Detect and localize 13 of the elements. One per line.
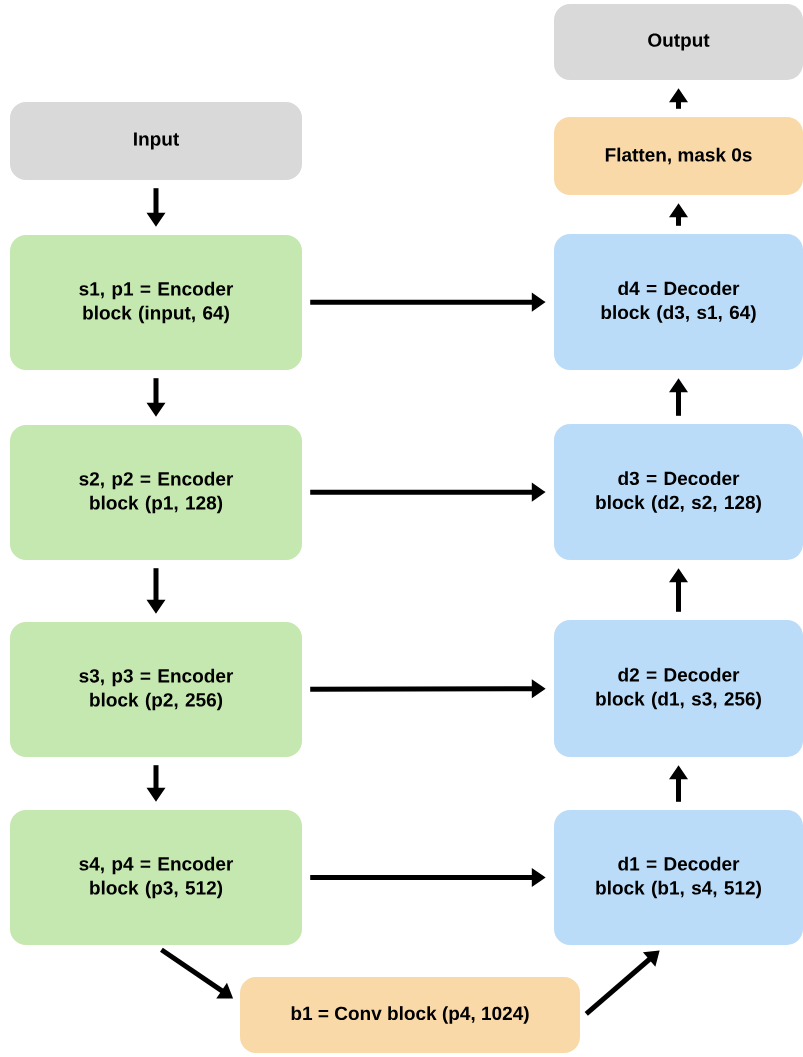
decoder-box: d1 = Decoder block (b1, s4, 512) xyxy=(554,810,803,945)
arrow xyxy=(584,950,660,1016)
decoder-box: d3 = Decoder block (d2, s2, 128) xyxy=(554,424,803,560)
encoder-box: s3, p3 = Encoder block (p2, 256) xyxy=(10,622,302,757)
encoder-box: s1, p1 = Encoder block (input, 64) xyxy=(10,235,302,370)
encoder-box: s2, p2 = Encoder block (p1, 128) xyxy=(10,425,302,560)
decoder-box: d4 = Decoder block (d3, s1, 64) xyxy=(554,234,803,370)
flatten-box: Flatten, mask 0s xyxy=(554,117,803,195)
conv-box: b1 = Conv block (p4, 1024) xyxy=(240,977,580,1053)
input-box: Input xyxy=(10,102,302,180)
encoder-box: s4, p4 = Encoder block (p3, 512) xyxy=(10,810,302,945)
output-box: Output xyxy=(554,4,803,80)
decoder-box: d2 = Decoder block (d1, s3, 256) xyxy=(554,620,803,757)
